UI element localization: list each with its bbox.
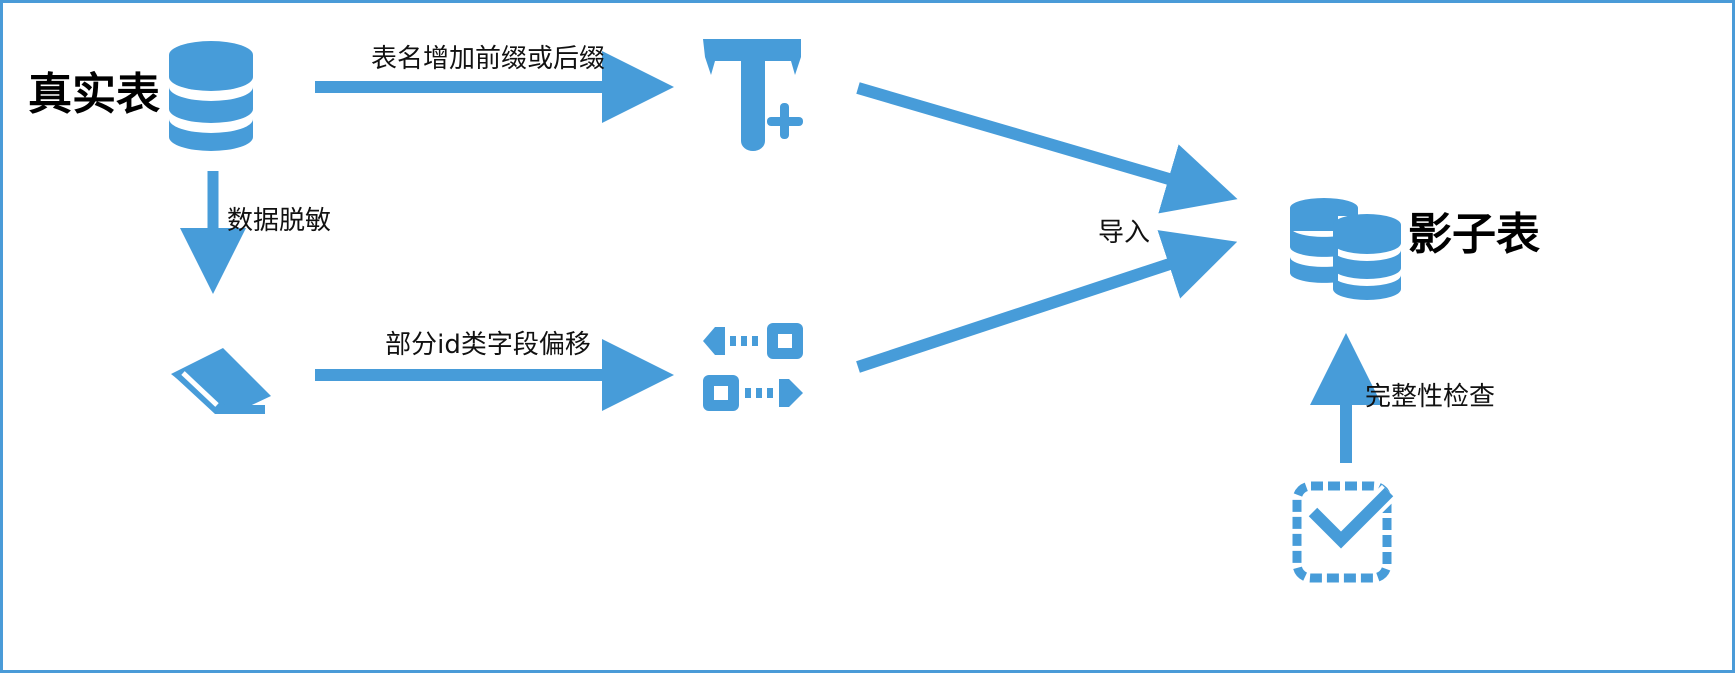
real-table-label: 真实表 xyxy=(28,69,160,120)
import-label: 导入 xyxy=(1098,218,1150,248)
desensitize-label: 数据脱敏 xyxy=(227,206,331,236)
diagram-canvas: 真实表 表名增加前缀或后缀 数据脱敏 部分id类字段偏移 导入 xyxy=(28,39,1540,583)
text-add-icon xyxy=(703,39,803,151)
checkbox-check-icon xyxy=(1292,481,1397,583)
swap-arrows-icon xyxy=(703,323,803,411)
eraser-icon xyxy=(171,348,271,414)
rename-label: 表名增加前缀或后缀 xyxy=(371,44,605,74)
shadow-table-label: 影子表 xyxy=(1408,209,1540,260)
arrow-import-top xyxy=(856,82,1238,214)
arrow-import-bottom xyxy=(856,230,1238,373)
database-icon xyxy=(169,41,253,151)
id-offset-label: 部分id类字段偏移 xyxy=(385,330,591,360)
databases-icon xyxy=(1290,198,1401,300)
integrity-check-label: 完整性检查 xyxy=(1365,382,1495,412)
